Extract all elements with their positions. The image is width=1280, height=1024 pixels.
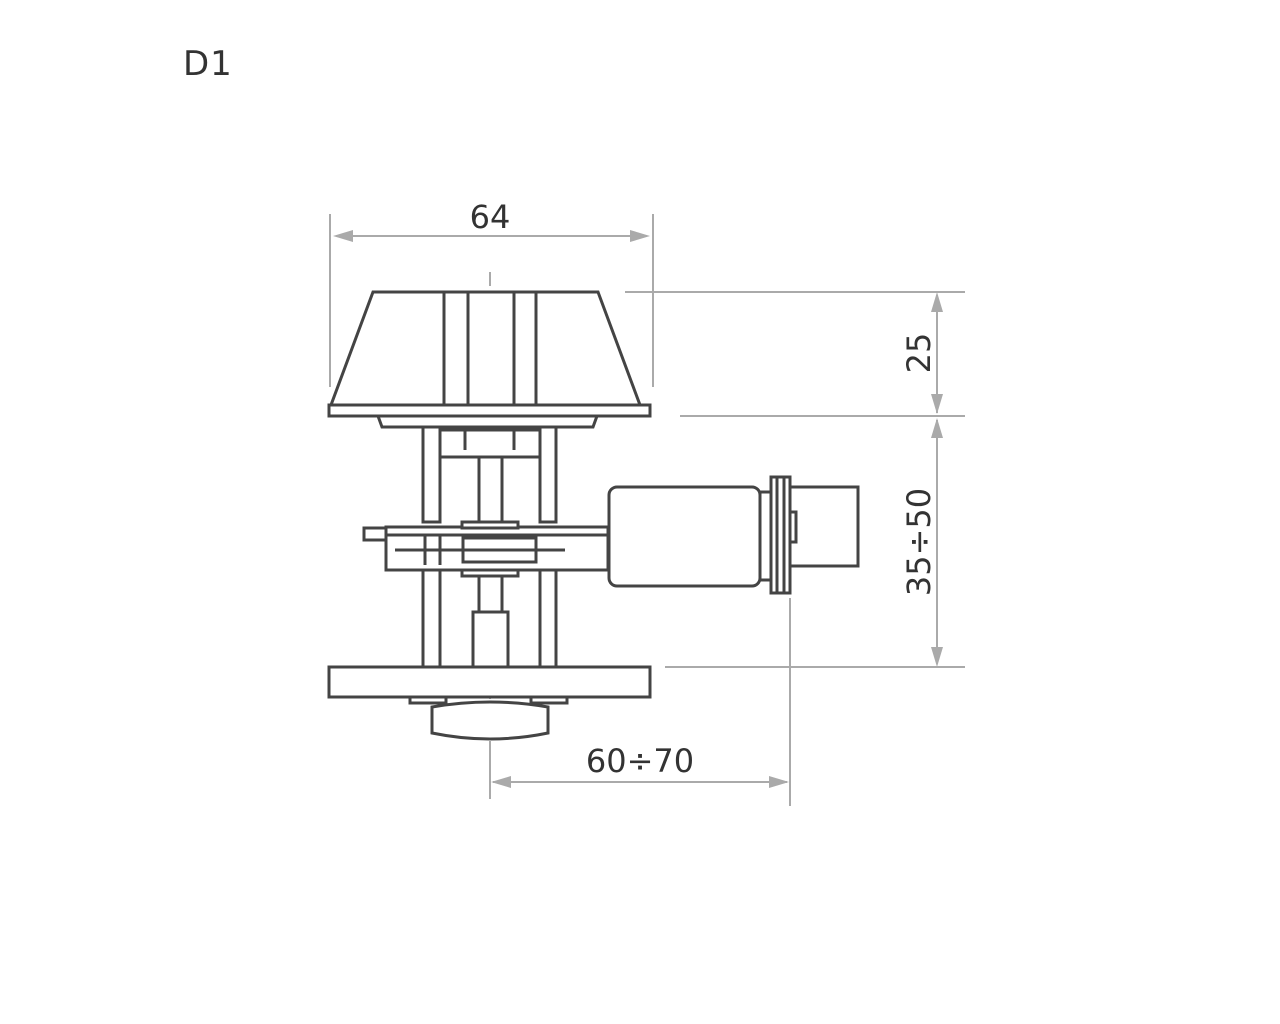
frame: [421, 425, 558, 669]
dimension-width: 64: [329, 198, 654, 387]
dimension-35-50-label: 35÷50: [900, 488, 938, 596]
dimension-64-label: 64: [470, 198, 511, 236]
motor: [607, 475, 860, 595]
dimension-60-70-label: 60÷70: [586, 742, 694, 780]
drawing-title: D1: [183, 44, 233, 84]
cap: [327, 290, 652, 429]
dimension-heights: 25 35÷50: [625, 291, 965, 668]
dimension-offset: 60÷70: [489, 598, 791, 806]
dimension-25-label: 25: [900, 333, 938, 374]
gear-assembly: [362, 520, 610, 578]
base: [327, 665, 652, 741]
